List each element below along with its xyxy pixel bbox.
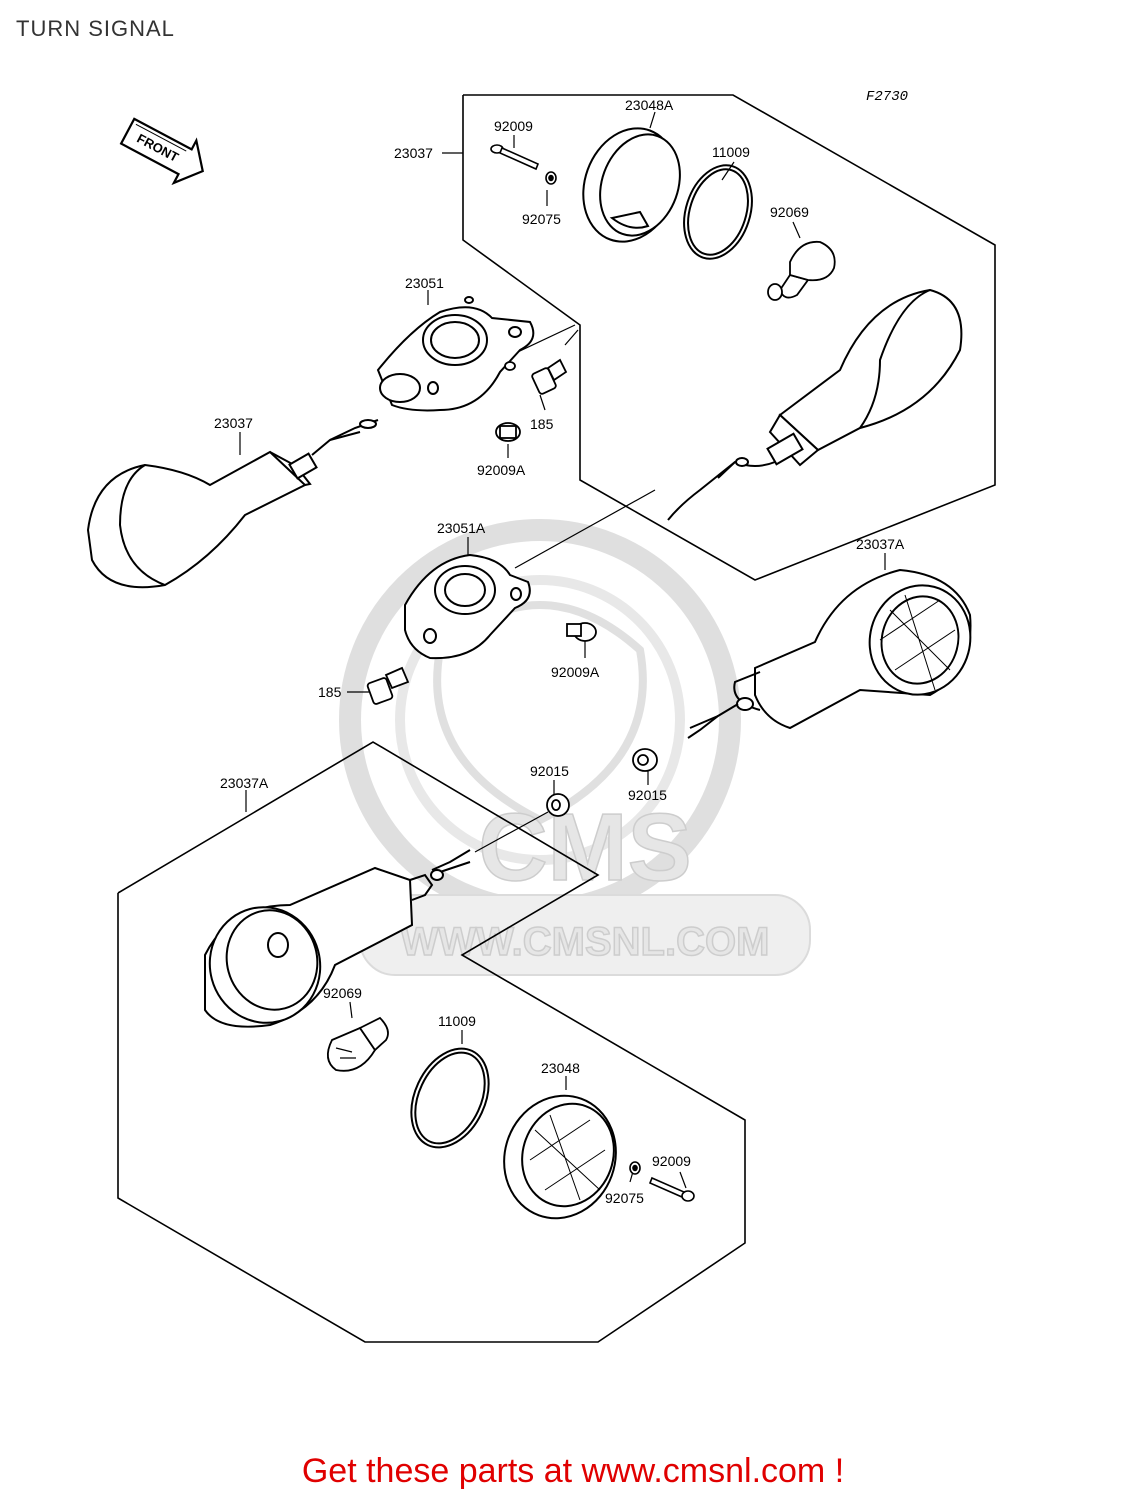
grommet-92015-right bbox=[632, 748, 658, 772]
o-ring-11009-bottom bbox=[410, 1047, 490, 1149]
turn-signal-23037-right bbox=[667, 288, 963, 521]
part-label: 23037A bbox=[220, 775, 269, 791]
part-label: 92009A bbox=[477, 462, 526, 478]
part-label: 92009 bbox=[494, 118, 533, 134]
part-label: 23037 bbox=[394, 145, 433, 161]
bulb-92069-bottom bbox=[326, 1016, 389, 1072]
nut-185-mid bbox=[366, 666, 410, 705]
turn-signal-23037A-right bbox=[687, 568, 972, 739]
part-label: 92075 bbox=[605, 1190, 644, 1206]
diagram-code: F2730 bbox=[866, 89, 908, 105]
screw-92009-bottom bbox=[648, 1176, 695, 1202]
bolt-92009A-top bbox=[495, 361, 521, 442]
screw-92009-top bbox=[490, 144, 540, 171]
part-label: 185 bbox=[318, 684, 342, 700]
part-label: 92075 bbox=[522, 211, 561, 227]
cmsnl-watermark: CMS WWW.CMSNL.COM bbox=[339, 519, 811, 976]
bracket-23051 bbox=[376, 296, 535, 412]
lens-23048 bbox=[503, 1094, 617, 1220]
part-label: 11009 bbox=[438, 1013, 476, 1029]
turn-signal-23037A-left bbox=[204, 849, 471, 1028]
group-outline-bottom bbox=[117, 741, 746, 1343]
washer-92075-bottom bbox=[629, 1161, 641, 1175]
part-label: 23051A bbox=[437, 520, 486, 536]
part-label: 23051 bbox=[405, 275, 444, 291]
part-label: 23037 bbox=[214, 415, 253, 431]
page-title: TURN SIGNAL bbox=[16, 16, 175, 41]
group-outline-top bbox=[462, 94, 996, 581]
grommet-92015-left bbox=[546, 793, 570, 817]
leader-lines bbox=[239, 111, 886, 1189]
part-label: 11009 bbox=[712, 144, 750, 160]
bolt-92009A-mid bbox=[566, 622, 597, 642]
o-ring-11009-top bbox=[683, 164, 753, 260]
nut-185-top bbox=[531, 358, 568, 395]
part-label: 92009A bbox=[551, 664, 600, 680]
part-label: 92069 bbox=[770, 204, 809, 220]
turn-signal-23037-left bbox=[86, 419, 379, 589]
part-label: 23048A bbox=[625, 97, 674, 113]
watermark-url: WWW.CMSNL.COM bbox=[401, 920, 770, 964]
lens-23048A bbox=[582, 127, 681, 243]
part-label: 92069 bbox=[323, 985, 362, 1001]
part-label: 185 bbox=[530, 416, 554, 432]
part-label: 92009 bbox=[652, 1153, 691, 1169]
front-arrow-icon: FRONT bbox=[119, 117, 204, 186]
part-label: 23037A bbox=[856, 536, 905, 552]
washer-92075-top bbox=[545, 171, 557, 185]
bracket-23051A bbox=[404, 553, 531, 660]
part-label: 23048 bbox=[541, 1060, 580, 1076]
part-label: 92015 bbox=[628, 787, 667, 803]
promo-link[interactable]: Get these parts at www.cmsnl.com ! bbox=[301, 1452, 845, 1490]
parts-diagram: CMS WWW.CMSNL.COM F2730 FRONT bbox=[86, 89, 996, 1343]
watermark-brand: CMS bbox=[478, 794, 691, 901]
bulb-92069-top bbox=[767, 240, 836, 301]
part-label: 92015 bbox=[530, 763, 569, 779]
